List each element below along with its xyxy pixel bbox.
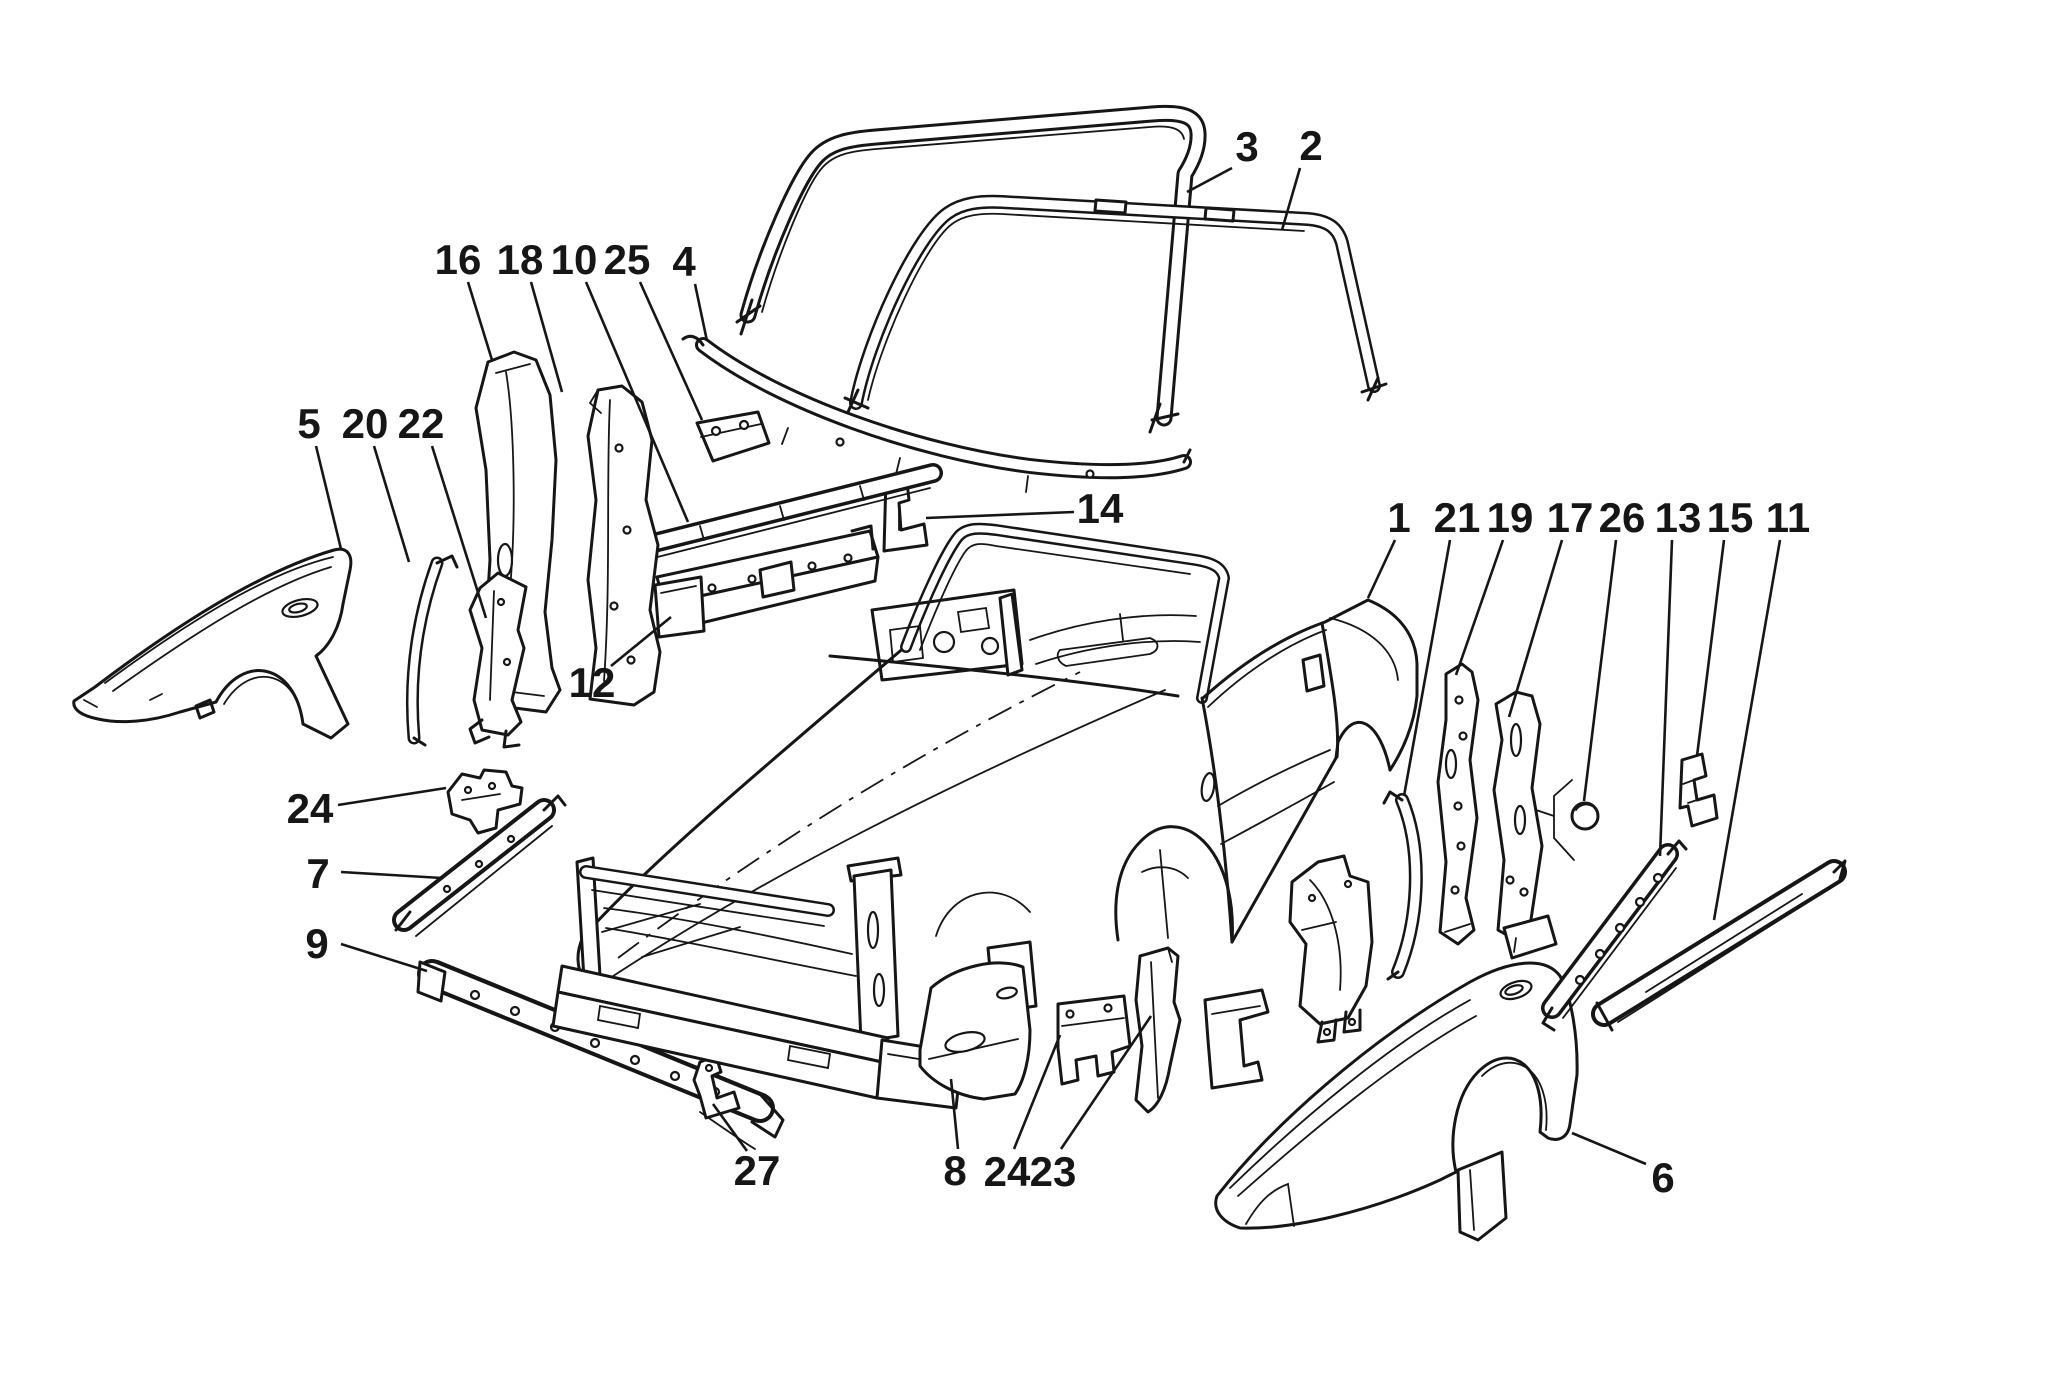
callout-leader-c10 (584, 281, 690, 523)
part-26-plug (1535, 779, 1600, 861)
callout-label-c6: 6 (1651, 1154, 1674, 1201)
callout-leader-c15 (1695, 539, 1726, 757)
callout-leader-c11 (1712, 539, 1782, 921)
callout-leader-c4 (693, 283, 709, 342)
callout-label-c17: 17 (1547, 494, 1594, 541)
part-11-rocker-rail (1591, 859, 1847, 1032)
callout-leader-c24a (337, 786, 447, 807)
callout-label-c26: 26 (1599, 494, 1646, 541)
part-21-trim-strip (1382, 790, 1423, 981)
callout-label-c15: 15 (1707, 494, 1754, 541)
callout-leader-c22 (430, 445, 488, 619)
part-24-bracket-left (446, 768, 524, 835)
callout-label-c3: 3 (1235, 123, 1258, 170)
callout-leader-c1 (1366, 539, 1397, 599)
aux-bracket (1203, 988, 1270, 1090)
callout-label-c14: 14 (1077, 485, 1124, 532)
callout-label-c9: 9 (305, 920, 328, 967)
part-23-panel (1134, 946, 1182, 1114)
callout-label-c8: 8 (943, 1147, 966, 1194)
callout-leader-c17 (1507, 539, 1564, 718)
callout-leader-c21 (1402, 539, 1452, 797)
callout-label-c27: 27 (734, 1147, 781, 1194)
callout-leader-c8 (949, 1078, 960, 1150)
part-3-windscreen-frame (735, 104, 1207, 434)
callout-leader-c3 (1186, 166, 1233, 194)
part-8-wheelhouse-panel (918, 961, 1032, 1101)
part-24-bracket-center (1056, 994, 1132, 1086)
part-1-body-shell (551, 522, 1419, 1110)
part-7-support-rail (392, 794, 567, 937)
callout-label-c13: 13 (1655, 494, 1702, 541)
callout-leader-c6 (1571, 1131, 1647, 1166)
part-13-sill-rail (1541, 839, 1688, 1032)
part-5-front-fender-left (72, 547, 353, 740)
callout-label-c22: 22 (398, 400, 445, 447)
part-25-plate (695, 410, 771, 463)
part-18-pillar-panel (586, 384, 662, 707)
callout-label-c24a: 24 (287, 785, 334, 832)
part-19-pillar-panel (1436, 662, 1480, 946)
callout-leader-c25 (638, 281, 704, 421)
part-12-inner-sill (653, 524, 880, 639)
callout-leader-c16 (466, 281, 494, 361)
part-27-bracket (692, 1054, 741, 1120)
callout-label-c11: 11 (1766, 494, 1810, 541)
callout-leader-c24b (1012, 1034, 1062, 1150)
part-20-trim-strip (405, 554, 459, 747)
part-6-front-fender-right (1214, 961, 1579, 1242)
callout-leader-c20 (372, 445, 411, 563)
callout-leader-c9 (340, 942, 428, 973)
callout-label-c25: 25 (604, 236, 651, 283)
callout-label-c4: 4 (672, 238, 696, 285)
part-15-bracket (1678, 752, 1719, 828)
callout-label-c24b: 24 (984, 1148, 1031, 1195)
callout-label-c12: 12 (569, 659, 616, 706)
callout-leader-c7 (340, 870, 443, 880)
callout-leader-c26 (1582, 539, 1618, 802)
part-2-rear-frame-rail (843, 194, 1388, 414)
callout-label-c16: 16 (435, 236, 482, 283)
callout-label-c19: 19 (1487, 494, 1534, 541)
callout-label-c21: 21 (1434, 494, 1481, 541)
callout-label-c20: 20 (342, 400, 389, 447)
callout-leader-c27 (711, 1103, 749, 1152)
part-4-scuttle-strip (681, 334, 1192, 493)
callout-leader-c13 (1658, 539, 1674, 857)
callout-leader-c23 (1059, 1015, 1153, 1150)
callout-label-c23: 23 (1030, 1148, 1077, 1195)
callout-leader-c2 (1280, 167, 1302, 231)
callout-leader-c5 (314, 445, 343, 550)
callout-leader-c19 (1454, 539, 1505, 676)
callout-leader-c14 (925, 510, 1075, 520)
callout-leader-c12 (610, 615, 672, 668)
part-17-pillar-panel (1492, 690, 1558, 960)
callout-label-c10: 10 (551, 236, 598, 283)
part-22-bracket (468, 571, 528, 749)
callout-label-c18: 18 (497, 236, 544, 283)
aux-wheelhouse-panel (1288, 854, 1374, 1044)
callout-label-c7: 7 (306, 850, 329, 897)
callout-leader-c18 (529, 281, 564, 393)
callout-label-c5: 5 (297, 400, 320, 447)
callout-label-c2: 2 (1299, 122, 1322, 169)
callout-label-c1: 1 (1387, 494, 1410, 541)
